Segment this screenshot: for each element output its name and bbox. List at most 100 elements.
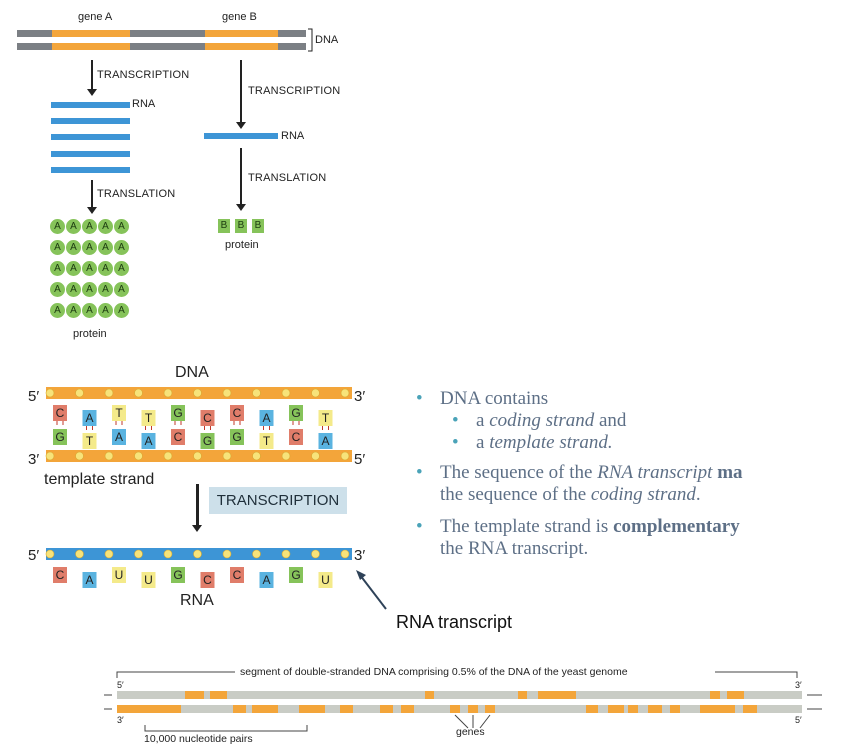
rna-base-letter: C [203, 573, 212, 587]
template-base-G [200, 433, 215, 449]
template-base-A [112, 429, 126, 445]
coding-base-T [141, 410, 156, 426]
protein-a-unit: A [50, 261, 65, 276]
protein-a-unit: A [82, 219, 97, 234]
bullet-1: •DNA contains [416, 388, 549, 409]
rna-base-letter: C [233, 568, 242, 582]
rna-base-A [259, 572, 274, 588]
bullet-1a: • a coding strand and [452, 410, 627, 431]
rna-backbone-node [193, 549, 202, 559]
protein-a-unit: A [66, 219, 81, 234]
protein-a-unit: A [98, 303, 113, 318]
template-base-letter: G [203, 434, 212, 448]
rna-label-middle: RNA [180, 592, 214, 609]
protein-a-unit: A [50, 219, 65, 234]
template-backbone-node [193, 451, 202, 461]
rna-bar-a5 [51, 167, 130, 173]
coding-base-letter: C [56, 406, 65, 420]
template-base-T [82, 433, 97, 449]
rna-base-letter: C [56, 568, 65, 582]
rna-backbone-node [252, 549, 261, 559]
protein-a-unit: A [50, 303, 65, 318]
coding-backbone-node [45, 388, 55, 398]
protein-a-unit: A [66, 240, 81, 255]
bottom-strand-3-prime: 3′ [28, 451, 40, 468]
coding-base-letter: A [262, 411, 270, 425]
rna-base-C [53, 567, 67, 583]
template-backbone-node [311, 451, 320, 461]
bullet-2-line-1: The sequence of the RNA transcript ma [440, 462, 743, 483]
template-base-letter: C [292, 430, 301, 444]
template-backbone-node [134, 451, 143, 461]
genome-segment-svg [104, 668, 822, 732]
rna-base-G [289, 567, 303, 583]
coding-base-C [200, 410, 215, 426]
template-base-T [259, 433, 274, 449]
rna-base-U [112, 567, 126, 583]
coding-backbone-node [281, 388, 291, 398]
template-base-letter: G [232, 430, 241, 444]
translation-label-a: TRANSLATION [97, 188, 176, 200]
coding-base-G [171, 405, 185, 421]
rna-label-b: RNA [281, 130, 305, 142]
transcription-arrow-b [236, 60, 246, 129]
protein-a-unit: A [82, 240, 97, 255]
template-backbone-node [104, 451, 114, 461]
coding-base-letter: T [145, 411, 153, 425]
template-backbone-node [281, 451, 291, 461]
transcription-arrow-a [87, 60, 97, 96]
segment-bottom-5-prime: 5′ [795, 715, 802, 725]
coding-base-C [53, 405, 67, 421]
protein-a-unit: A [82, 261, 97, 276]
rna-base-letter: G [291, 568, 300, 582]
rna-backbone-node [340, 549, 350, 559]
template-backbone-node [222, 451, 232, 461]
coding-base-letter: G [173, 406, 182, 420]
translation-arrow-b [236, 148, 246, 211]
template-strand-label: template strand [44, 471, 155, 488]
transcription-box: TRANSCRIPTION [209, 487, 347, 514]
rna-backbone-node [104, 549, 114, 559]
genes-bottom-strand [117, 705, 757, 713]
coding-backbone-node [222, 388, 232, 398]
rna-base-letter: A [85, 573, 93, 587]
rna-bar-a4 [51, 151, 130, 157]
bullet-3: • The template strand is complementary t… [416, 516, 852, 560]
coding-base-letter: G [291, 406, 300, 420]
template-base-letter: G [55, 430, 64, 444]
bullet-3-line-1: The template strand is complementary [440, 516, 740, 537]
bullet-1-text: DNA contains [440, 388, 549, 409]
protein-a-unit: A [114, 282, 129, 297]
template-backbone-node [340, 451, 350, 461]
coding-base-letter: C [203, 411, 212, 425]
template-base-A [141, 433, 156, 449]
rna-base-letter: U [321, 573, 330, 587]
rna-base-U [141, 572, 156, 588]
rna-backbone-node [222, 549, 232, 559]
dna-double-strand-top [17, 28, 313, 52]
coding-backbone-node [252, 388, 261, 398]
protein-a-unit: A [98, 219, 113, 234]
protein-a-unit: A [66, 261, 81, 276]
coding-base-A [259, 410, 274, 426]
rna-3-prime: 3′ [354, 547, 366, 564]
protein-a-unit: A [114, 219, 129, 234]
rna-backbone-node [281, 549, 291, 559]
template-base-G [230, 429, 244, 445]
scale-bar-label: 10,000 nucleotide pairs [144, 733, 253, 745]
rna-label-a: RNA [132, 98, 156, 110]
protein-a-unit: A [114, 303, 129, 318]
coding-base-T [318, 410, 333, 426]
rna-bar-a3 [51, 134, 130, 140]
segment-bottom-3-prime: 3′ [117, 715, 124, 725]
protein-a-unit: A [66, 282, 81, 297]
genes-top-strand [185, 691, 744, 699]
template-backbone-node [252, 451, 261, 461]
translation-arrow-a [87, 180, 97, 214]
protein-a-unit: A [98, 261, 113, 276]
protein-a-unit: A [114, 240, 129, 255]
rna-backbone-node [45, 549, 55, 559]
template-base-G [53, 429, 67, 445]
coding-base-A [82, 410, 97, 426]
